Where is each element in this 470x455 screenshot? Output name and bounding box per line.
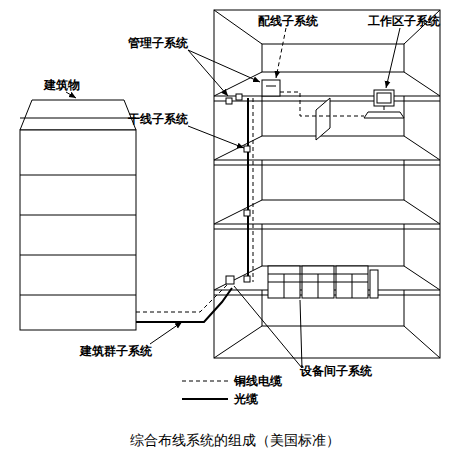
callout-label: 配线子系统 <box>258 14 318 28</box>
legend-text: 铜线电缆 <box>234 374 282 388</box>
callout-label: 管理子系统 <box>128 36 188 50</box>
callout-label: 干线子系统 <box>128 112 188 126</box>
callout-label: 工作区子系统 <box>368 14 440 28</box>
legend-solid-sample <box>182 398 228 400</box>
legend-text: 光缆 <box>234 392 258 406</box>
callout-label: 设备间子系统 <box>300 364 372 378</box>
figure-caption: 综合布线系统的组成（美国标准） <box>130 432 340 448</box>
callout-label: 建筑群子系统 <box>80 344 152 358</box>
legend-dashed-sample <box>182 381 228 382</box>
callout-label: 建筑物 <box>44 78 80 92</box>
